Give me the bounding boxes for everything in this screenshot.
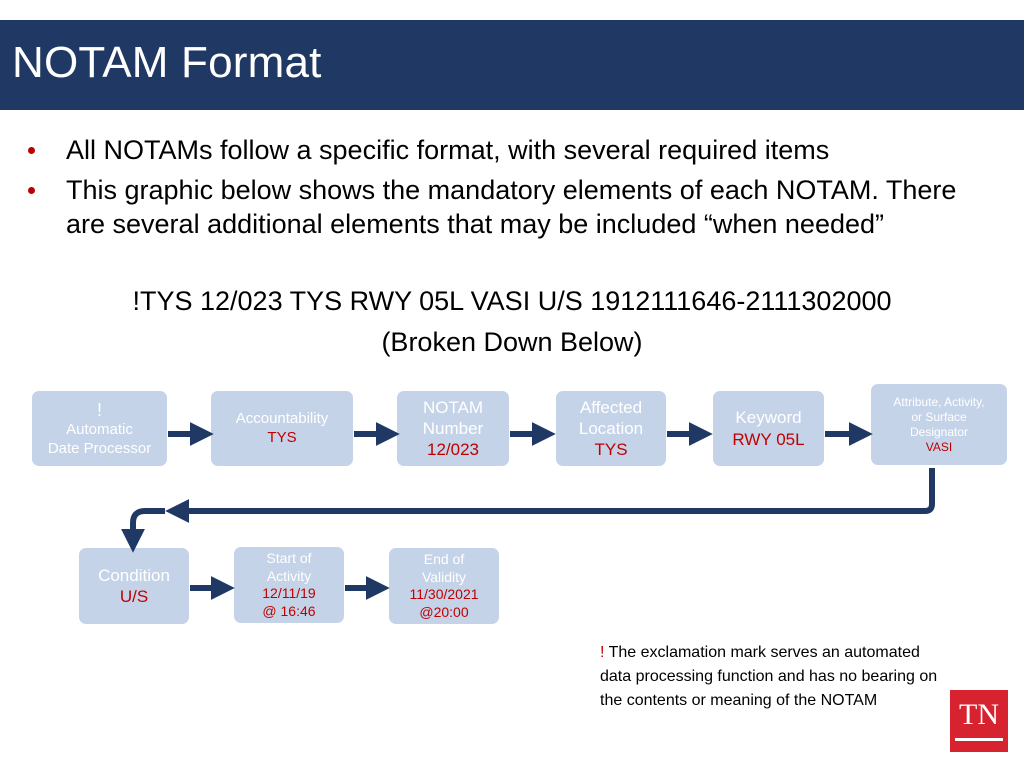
box-label: Attribute, Activity, bbox=[893, 394, 985, 409]
box-label: Condition bbox=[98, 565, 170, 585]
tn-logo: TN bbox=[950, 690, 1008, 752]
note-text: The exclamation mark serves an automated… bbox=[600, 644, 938, 709]
box-notam-number: NOTAM Number 12/023 bbox=[397, 391, 509, 466]
box-attribute-designator: Attribute, Activity, or Surface Designat… bbox=[871, 384, 1007, 465]
exclamation-note: ! The exclamation mark serves an automat… bbox=[600, 641, 940, 713]
box-keyword: Keyword RWY 05L bbox=[713, 391, 824, 466]
bullet-list: All NOTAMs follow a specific format, wit… bbox=[28, 133, 988, 247]
box-label: NOTAM bbox=[422, 397, 484, 417]
box-value: RWY 05L bbox=[732, 429, 805, 449]
box-value: U/S bbox=[119, 587, 149, 606]
box-label: Affected bbox=[579, 397, 643, 417]
box-start-of-activity: Start of Activity 12/11/19 @ 16:46 bbox=[234, 547, 344, 623]
tn-logo-text: TN bbox=[959, 698, 999, 731]
box-value: TYS bbox=[267, 428, 297, 446]
box-label: Automatic bbox=[66, 421, 133, 438]
note-exclamation-mark: ! bbox=[600, 644, 605, 661]
box-condition: Condition U/S bbox=[79, 548, 189, 624]
title-bar: NOTAM Format bbox=[0, 20, 1024, 110]
slide-title: NOTAM Format bbox=[12, 38, 322, 87]
box-value: VASI bbox=[925, 439, 953, 454]
box-label: Activity bbox=[266, 567, 312, 584]
arrow-down-left-icon bbox=[121, 508, 165, 553]
box-label: End of bbox=[423, 551, 465, 567]
notam-example-caption: (Broken Down Below) bbox=[381, 327, 643, 357]
exclamation-mark: ! bbox=[96, 399, 102, 420]
bullet-item: All NOTAMs follow a specific format, wit… bbox=[28, 133, 988, 167]
box-label: Accountability bbox=[235, 409, 329, 427]
box-automatic-processor: ! Automatic Date Processor bbox=[32, 391, 167, 466]
arrow-down-turn-icon bbox=[910, 468, 935, 514]
bullet-item: This graphic below shows the mandatory e… bbox=[28, 173, 988, 241]
box-label: Date Processor bbox=[47, 439, 152, 457]
bullet-dot-icon bbox=[28, 147, 35, 154]
notam-example: !TYS 12/023 TYS RWY 05L VASI U/S 1912111… bbox=[132, 286, 892, 316]
box-affected-location: Affected Location TYS bbox=[556, 391, 666, 466]
box-label: Number bbox=[422, 418, 484, 438]
box-value: @20:00 bbox=[419, 603, 469, 620]
box-end-of-validity: End of Validity 11/30/2021 @20:00 bbox=[389, 548, 499, 624]
box-value: 11/30/2021 bbox=[409, 586, 479, 602]
bullet-text: All NOTAMs follow a specific format, wit… bbox=[66, 135, 830, 165]
box-value: TYS bbox=[594, 440, 628, 460]
box-label: Designator bbox=[909, 424, 969, 439]
bullet-text: This graphic below shows the mandatory e… bbox=[66, 175, 957, 239]
box-label: Start of bbox=[266, 550, 312, 566]
box-label: Validity bbox=[421, 568, 467, 585]
tn-logo-underline bbox=[955, 738, 1003, 741]
box-value: 12/023 bbox=[427, 440, 479, 460]
box-label: Keyword bbox=[735, 408, 802, 428]
box-label: Location bbox=[578, 418, 644, 438]
box-value: 12/11/19 bbox=[262, 585, 316, 601]
box-label: or Surface bbox=[911, 409, 967, 424]
box-value: @ 16:46 bbox=[262, 602, 316, 619]
bullet-dot-icon bbox=[28, 187, 35, 194]
box-accountability: Accountability TYS bbox=[211, 391, 353, 466]
